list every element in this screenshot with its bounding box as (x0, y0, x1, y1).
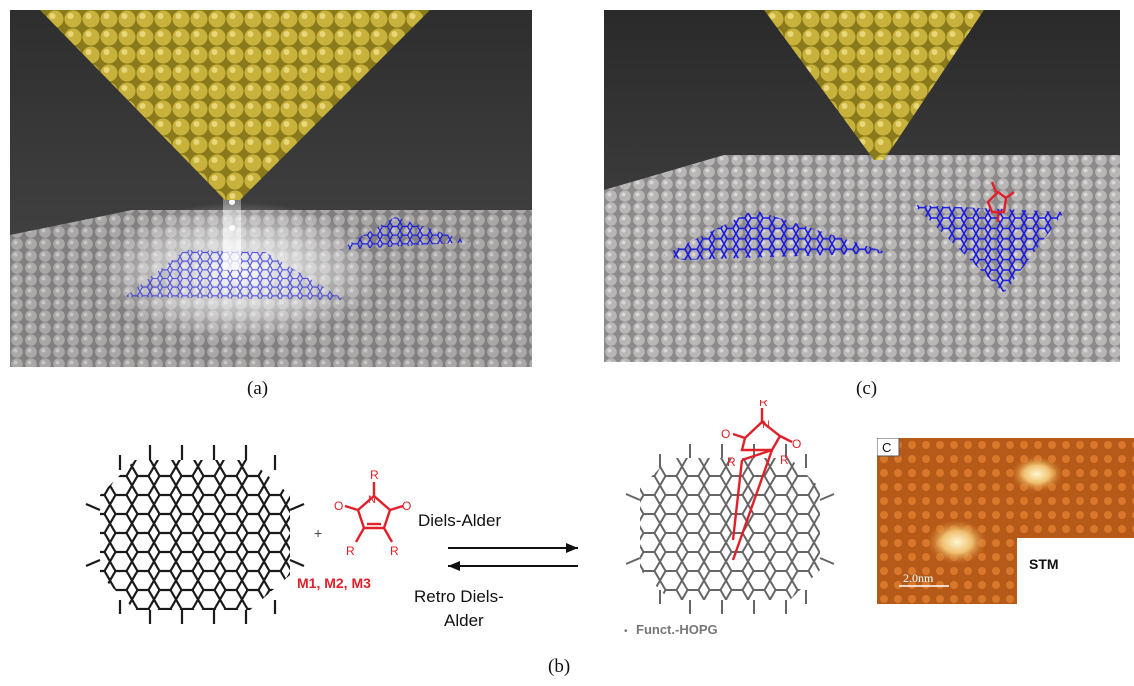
adduct-molecule (731, 408, 793, 561)
stm-tip (764, 10, 984, 160)
monomer-label: M1, M2, M3 (297, 575, 371, 591)
reverse-label-line1: Retro Diels- (414, 587, 504, 606)
n-label: N (762, 419, 770, 431)
r-label: R (346, 544, 355, 558)
stm-tip (40, 10, 430, 200)
o-label: O (402, 499, 411, 513)
n-label: N (368, 494, 376, 506)
red-molecule (986, 181, 1015, 222)
maleimide-molecule (344, 482, 404, 543)
reverse-label-line2: Alder (444, 611, 484, 630)
o-label: O (792, 437, 801, 451)
o-label: O (721, 427, 730, 441)
r-label: R (390, 544, 399, 558)
panel-c-render (604, 10, 1120, 362)
r-label: R (759, 400, 768, 409)
inset-panel-letter: C (882, 440, 891, 455)
r-label: R (727, 455, 736, 469)
caption-a: (a) (247, 378, 269, 399)
panel-a-render (10, 10, 532, 367)
panel-a-svg (10, 10, 532, 367)
o-label: O (334, 499, 343, 513)
r-label: R (370, 468, 379, 482)
graphene-fragment-right (625, 444, 835, 614)
plus-sign: + (314, 525, 322, 541)
equilibrium-arrows (448, 543, 578, 571)
stm-inset: C 2.0nm STM (877, 438, 1134, 604)
forward-label: Diels-Alder (418, 511, 501, 530)
r-label: R (780, 453, 789, 467)
caption-b: (b) (548, 656, 571, 677)
reaction-scheme: + R N O O R R M1, M2, M3 Diels-Alder Ret… (85, 400, 835, 637)
caption-c: (c) (856, 378, 878, 399)
product-label: Funct.-HOPG (636, 622, 718, 637)
scale-bar-label: 2.0nm (903, 571, 934, 585)
bullet: • (624, 626, 628, 637)
graphene-fragment-left (85, 445, 305, 624)
panel-c-svg (604, 10, 1120, 362)
stm-tag: STM (1029, 556, 1059, 572)
